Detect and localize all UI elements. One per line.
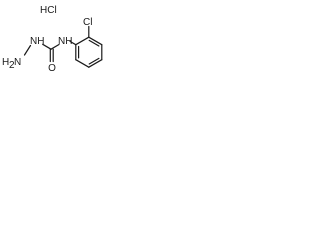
bond-ring-double-2 bbox=[88, 57, 100, 65]
hydrazine-nh-label: NH bbox=[30, 36, 44, 47]
bond-nh-carbonyl bbox=[50, 43, 60, 50]
amino-n-label: N bbox=[14, 57, 21, 68]
bond-ring-1 bbox=[75, 36, 90, 46]
amide-nh-label: NH bbox=[58, 36, 72, 47]
amino-subscript-label: 2 bbox=[9, 60, 15, 71]
bond-ring-2 bbox=[88, 36, 103, 46]
bond-ring-4 bbox=[88, 59, 103, 68]
bond-ring-double-1 bbox=[88, 39, 100, 47]
bond-ring-5 bbox=[75, 59, 90, 68]
chemical-structure: HCl Cl NH O NH H 2 N bbox=[2, 5, 103, 74]
chlorine-label: Cl bbox=[83, 17, 92, 28]
bond-ring-nh bbox=[69, 40, 77, 46]
salt-label: HCl bbox=[40, 5, 57, 16]
bond-carbonyl-nh bbox=[42, 43, 52, 50]
bond-nh-nh2 bbox=[23, 44, 32, 56]
amino-h-label: H bbox=[2, 57, 9, 68]
carbonyl-o-label: O bbox=[48, 63, 56, 74]
